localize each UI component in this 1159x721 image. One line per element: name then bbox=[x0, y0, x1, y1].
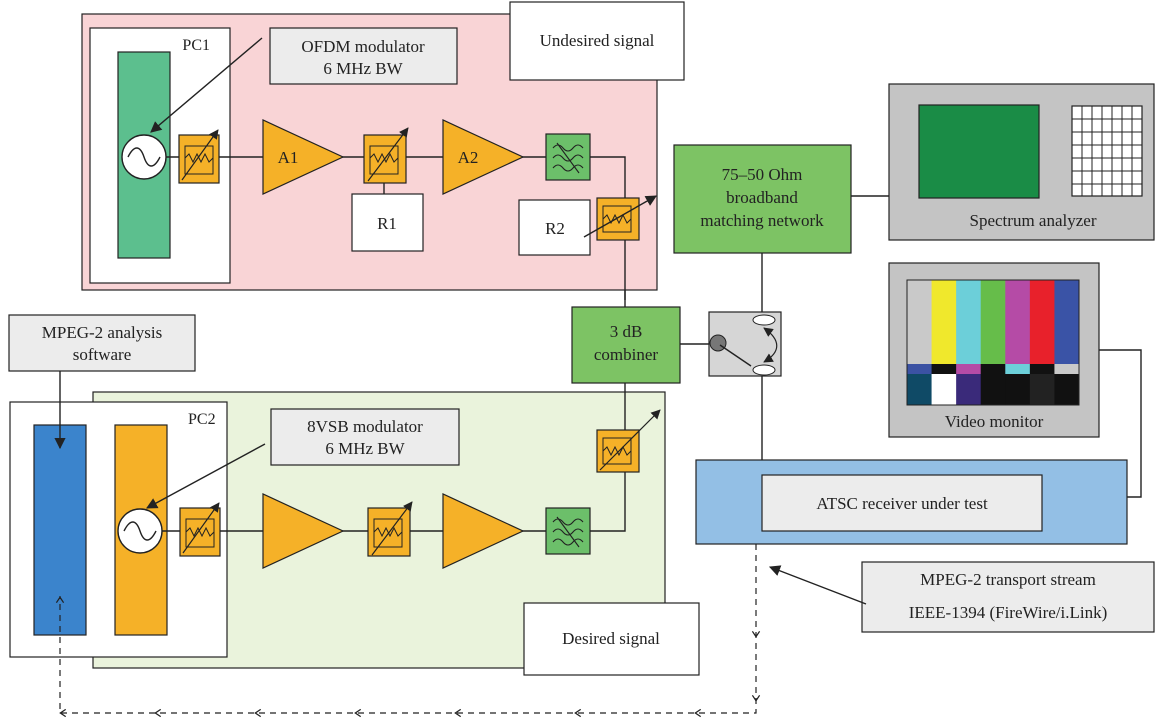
monitor-to-receiver-wire bbox=[1099, 349, 1142, 498]
mpeg-note-line1: MPEG-2 analysis bbox=[42, 323, 162, 342]
ts-note-line1: MPEG-2 transport stream bbox=[920, 570, 1096, 589]
r1-label: R1 bbox=[377, 214, 397, 233]
video-monitor-label: Video monitor bbox=[945, 412, 1044, 431]
vsb-modulator-note bbox=[270, 408, 460, 466]
color-bar-mid bbox=[956, 364, 982, 374]
vsb-note-line1: 8VSB modulator bbox=[307, 417, 423, 436]
undesired-signal-note bbox=[509, 1, 685, 81]
combiner-line2: combiner bbox=[594, 345, 659, 364]
color-bar-bottom bbox=[980, 374, 1006, 405]
color-bar-bottom bbox=[907, 374, 933, 405]
attenuator-1 bbox=[178, 129, 220, 184]
ofdm-note-line1: OFDM modulator bbox=[301, 37, 425, 56]
color-bar-mid bbox=[1054, 364, 1080, 374]
switch-arm bbox=[719, 344, 752, 367]
spectrum-grid-icon bbox=[1071, 105, 1143, 197]
ofdm-note-line2: 6 MHz BW bbox=[323, 59, 403, 78]
color-bar bbox=[907, 280, 933, 364]
color-bar-bottom bbox=[1005, 374, 1031, 405]
ofdm-note-pointer bbox=[150, 37, 263, 133]
bandpass-filter-2 bbox=[545, 507, 591, 555]
color-bar-bottom bbox=[1029, 374, 1055, 405]
undesired-signal-label: Undesired signal bbox=[540, 31, 655, 50]
switch-contact-bottom bbox=[752, 364, 776, 376]
color-bar-mid bbox=[980, 364, 1006, 374]
r2-label: R2 bbox=[545, 219, 565, 238]
color-bar bbox=[1005, 280, 1031, 364]
vsb-note-line2: 6 MHz BW bbox=[325, 439, 405, 458]
switch-arc bbox=[763, 327, 778, 363]
attenuator-vsb bbox=[179, 502, 221, 557]
amplifier-3 bbox=[262, 493, 345, 569]
r1-box bbox=[351, 193, 424, 252]
combiner-3db bbox=[571, 306, 681, 384]
color-bar bbox=[1029, 280, 1055, 364]
pc1-label: PC1 bbox=[182, 37, 210, 54]
color-bar-bottom bbox=[931, 374, 957, 405]
attenuator-4 bbox=[367, 501, 413, 557]
color-bar-mid bbox=[1029, 364, 1055, 374]
amplifier-a2 bbox=[442, 119, 525, 195]
atsc-receiver-panel bbox=[761, 474, 1043, 532]
transport-stream-path bbox=[59, 544, 757, 714]
atsc-receiver-label: ATSC receiver under test bbox=[816, 494, 988, 513]
color-bar bbox=[980, 280, 1006, 364]
matching-line1: 75–50 Ohm bbox=[722, 165, 803, 184]
spectrum-analyzer-label: Spectrum analyzer bbox=[970, 211, 1097, 230]
color-bar-bottom bbox=[956, 374, 982, 405]
desired-signal-note bbox=[523, 602, 700, 676]
transport-stream-note bbox=[861, 561, 1155, 633]
desired-signal-label: Desired signal bbox=[562, 629, 660, 648]
bandpass-filter-1 bbox=[545, 133, 591, 181]
color-bars bbox=[907, 280, 1080, 405]
amplifier-4 bbox=[442, 493, 525, 569]
matching-network bbox=[673, 144, 852, 254]
vsb-note-pointer bbox=[146, 443, 266, 509]
r2-box bbox=[518, 199, 591, 256]
r2-adjust-arrow bbox=[583, 195, 657, 238]
color-bar-mid bbox=[907, 364, 933, 374]
color-bar bbox=[956, 280, 982, 364]
color-bar-mid bbox=[931, 364, 957, 374]
color-bar bbox=[1054, 280, 1080, 364]
amplifier-a1 bbox=[262, 119, 345, 195]
color-bar bbox=[931, 280, 957, 364]
color-bar-bottom bbox=[1054, 374, 1080, 405]
matching-line2: broadband bbox=[726, 188, 798, 207]
attenuator-r1 bbox=[363, 127, 409, 184]
pc2-label: PC2 bbox=[188, 411, 216, 428]
mpeg-analysis-note bbox=[8, 314, 196, 372]
vsb-sine-icon bbox=[123, 521, 157, 541]
amplifier-a2-label: A2 bbox=[458, 148, 479, 167]
combiner-line1: 3 dB bbox=[610, 322, 643, 341]
amplifier-a1-label: A1 bbox=[278, 148, 299, 167]
switch-contact-top bbox=[752, 314, 776, 326]
spectrum-screen bbox=[918, 104, 1040, 199]
color-bar-mid bbox=[1005, 364, 1031, 374]
mpeg-analysis-card bbox=[33, 424, 87, 636]
mpeg-note-line2: software bbox=[73, 345, 132, 364]
attenuator-r2 bbox=[596, 197, 640, 241]
ts-note-pointer bbox=[768, 565, 867, 605]
attenuator-desired-out bbox=[596, 409, 661, 473]
ts-note-line2: IEEE-1394 (FireWire/i.Link) bbox=[909, 603, 1108, 622]
ofdm-sine-icon bbox=[127, 147, 161, 167]
switch-pivot bbox=[709, 334, 727, 352]
ofdm-modulator-note bbox=[269, 27, 458, 85]
matching-line3: matching network bbox=[700, 211, 824, 230]
